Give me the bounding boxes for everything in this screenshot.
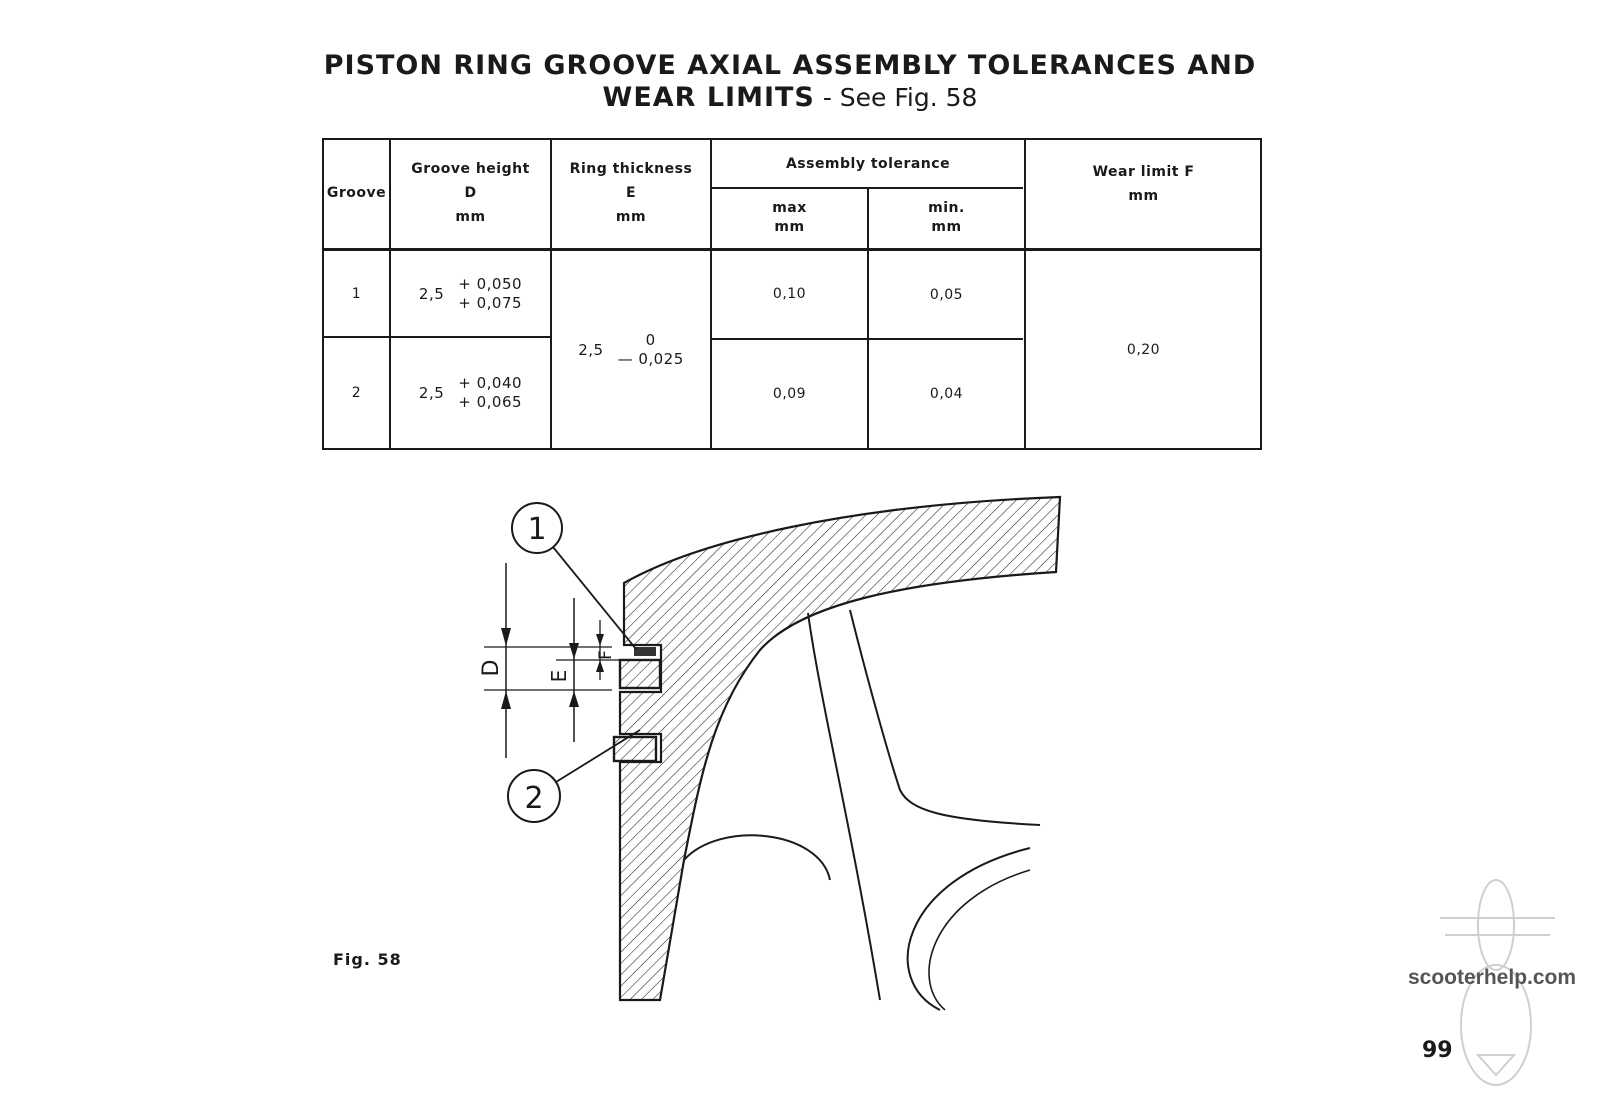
piston-wall-section bbox=[618, 495, 1062, 1002]
pin-boss-outline bbox=[928, 869, 1031, 1011]
header-groove: Groove bbox=[326, 185, 387, 201]
header-assembly-tolerance: Assembly tolerance bbox=[785, 155, 951, 172]
callout-2-circle bbox=[507, 769, 561, 823]
scooter-watermark-icon bbox=[1440, 879, 1555, 1086]
table-rule bbox=[1024, 140, 1026, 448]
tolerance-table: Groove Groove height D mm Ring thickness… bbox=[322, 138, 1262, 450]
row-1-groove: 1 bbox=[351, 285, 362, 302]
page-number: 99 bbox=[1422, 1038, 1453, 1063]
dim-label-e: E bbox=[547, 670, 571, 683]
title-line-2-rest: - See Fig. 58 bbox=[814, 83, 978, 112]
title-line-1: PISTON RING GROOVE AXIAL ASSEMBLY TOLERA… bbox=[323, 50, 1257, 81]
pin-boss-outline bbox=[683, 834, 831, 881]
row-2-groove-height: 2,5 + 0,040 + 0,065 bbox=[418, 374, 523, 411]
callout-2-label: 2 bbox=[524, 781, 543, 816]
callout-1-circle bbox=[511, 502, 563, 554]
wear-limit-value: 0,20 bbox=[1126, 341, 1161, 358]
dim-label-d: D bbox=[479, 660, 504, 677]
ring-thickness-value: 2,5 0 — 0,025 bbox=[578, 330, 684, 368]
callout-1-label: 1 bbox=[527, 512, 546, 547]
ring-1 bbox=[618, 658, 662, 690]
table-rule bbox=[867, 187, 869, 448]
header-wear-limit: Wear limit F mm bbox=[1092, 164, 1195, 204]
table-rule bbox=[550, 140, 552, 448]
header-max: max mm bbox=[772, 200, 807, 235]
page-title: PISTON RING GROOVE AXIAL ASSEMBLY TOLERA… bbox=[300, 50, 1280, 117]
row-2-groove: 2 bbox=[351, 385, 362, 401]
inner-rib bbox=[849, 609, 1041, 826]
table-rule bbox=[324, 248, 1260, 251]
row-1-groove-height: 2,5 + 0,050 + 0,075 bbox=[418, 274, 523, 312]
row-1-max: 0,10 bbox=[772, 285, 807, 302]
table-rule bbox=[710, 140, 712, 448]
row-2-max: 0,09 bbox=[772, 386, 807, 402]
table-rule bbox=[389, 140, 391, 448]
inner-rib bbox=[807, 612, 881, 1001]
header-min: min. mm bbox=[928, 200, 965, 235]
ring-2 bbox=[612, 735, 658, 763]
header-groove-height: Groove height D mm bbox=[411, 161, 530, 225]
table-rule bbox=[324, 336, 550, 338]
row-1-min: 0,05 bbox=[929, 286, 964, 303]
dim-label-f: F bbox=[596, 650, 616, 660]
header-ring-thickness: Ring thickness E mm bbox=[569, 161, 693, 225]
pin-boss-outline bbox=[906, 847, 1031, 1011]
table-rule bbox=[710, 338, 1023, 340]
table-rule bbox=[710, 187, 1023, 189]
title-line-2-bold: WEAR LIMITS bbox=[602, 82, 815, 113]
watermark-text: scooterhelp.com bbox=[1408, 966, 1577, 989]
row-2-min: 0,04 bbox=[929, 386, 964, 402]
figure-caption: Fig. 58 bbox=[333, 950, 402, 969]
